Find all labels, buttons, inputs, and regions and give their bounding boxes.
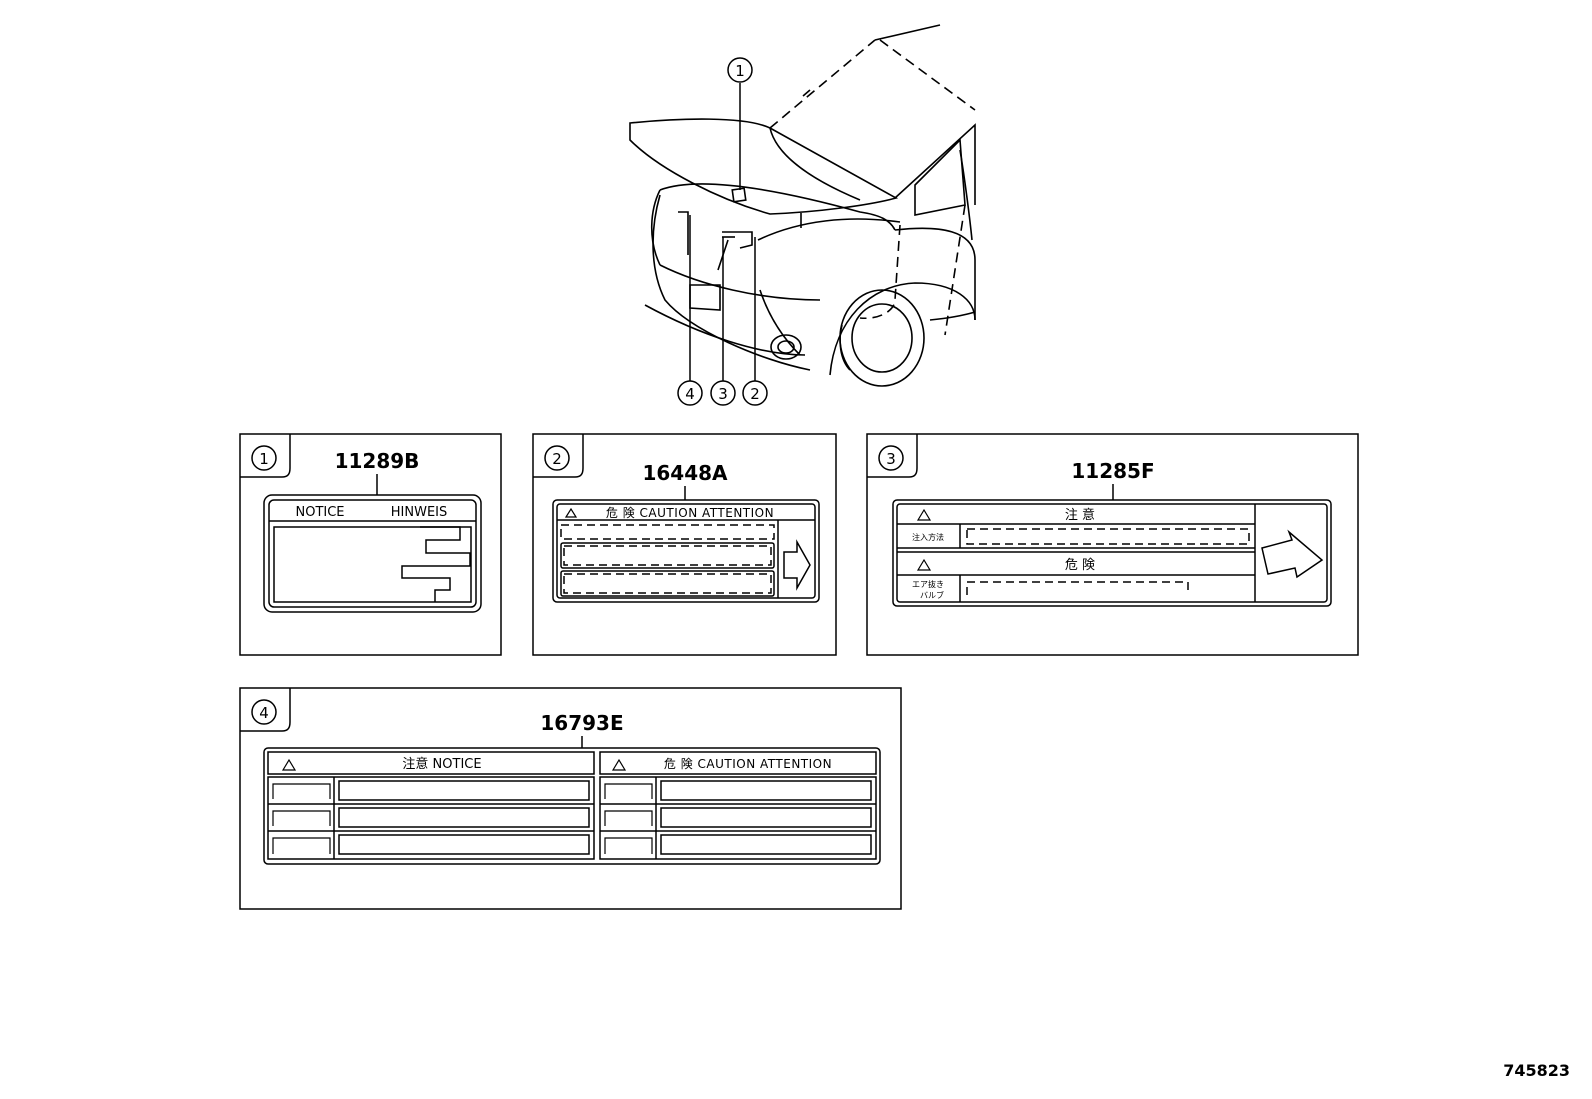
- panel-3-index: 3: [886, 450, 896, 468]
- panel-4: 4 16793E 注意 NOTICE 危 険 CAUTION ATTENTION: [239, 687, 902, 910]
- panel-3: 3 11285F 注 意 注入方法 危 険 エア抜き バルブ: [866, 433, 1359, 656]
- callout-3: 3: [710, 380, 736, 406]
- callout-2: 2: [742, 380, 768, 406]
- panel-2-index: 2: [552, 450, 562, 468]
- vehicle-front-illustration: [629, 24, 976, 387]
- panel-2-part-number: 16448A: [642, 461, 728, 485]
- callout-3-text: 3: [718, 385, 728, 403]
- callout-4: 4: [677, 380, 703, 406]
- panel-4-index: 4: [259, 704, 269, 722]
- figure-number: 745823: [1503, 1061, 1570, 1080]
- panel-4-right-header: 危 険 CAUTION ATTENTION: [664, 757, 832, 771]
- panel-4-left-header: 注意 NOTICE: [402, 756, 481, 772]
- panel-4-part-number: 16793E: [540, 711, 623, 735]
- callout-4-text: 4: [685, 385, 695, 403]
- panel-3-row2-label-line2: バルブ: [920, 590, 944, 600]
- panel-1-header-notice: NOTICE: [295, 505, 344, 520]
- callout-1-text: 1: [735, 62, 745, 80]
- callout-1: 1: [727, 57, 753, 83]
- callout-leader-lines: [689, 83, 756, 381]
- panel-1: 1 11289B NOTICE HINWEIS: [239, 433, 502, 656]
- panel-1-header-hinweis: HINWEIS: [391, 505, 448, 520]
- panel-2: 2 16448A 危 険 CAUTION ATTENTION: [532, 433, 837, 656]
- callout-2-text: 2: [750, 385, 760, 403]
- panel-3-row1-label: 注入方法: [912, 532, 944, 542]
- panel-3-row1-header: 注 意: [1065, 507, 1095, 523]
- panel-3-row2-header: 危 険: [1065, 558, 1095, 573]
- panel-3-row2-label-line1: エア抜き: [912, 579, 944, 589]
- panel-1-part-number: 11289B: [335, 449, 420, 473]
- panel-2-header: 危 険 CAUTION ATTENTION: [606, 506, 774, 520]
- panel-1-index: 1: [259, 450, 269, 468]
- panel-3-part-number: 11285F: [1071, 459, 1154, 483]
